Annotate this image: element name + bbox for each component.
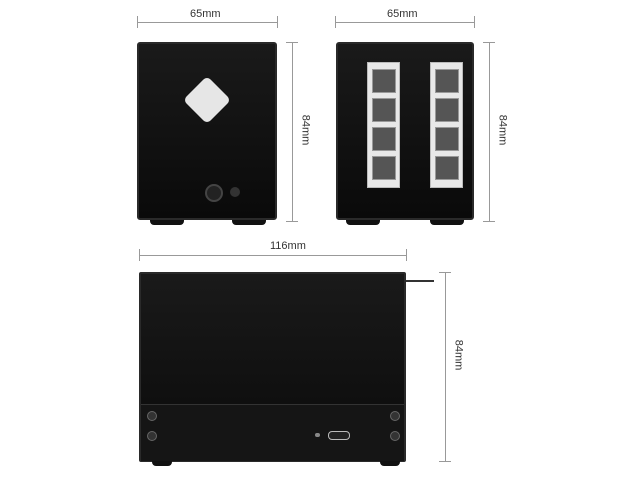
rear-width-line: [335, 22, 474, 23]
dim-tick: [483, 42, 495, 43]
logo-icon: [182, 75, 232, 125]
foot: [150, 220, 184, 225]
rear-height-line: [489, 42, 490, 222]
foot: [346, 220, 380, 225]
dim-tick: [439, 461, 451, 462]
ethernet-port: [435, 127, 459, 151]
side-height-line: [445, 272, 446, 462]
dim-tick: [286, 42, 298, 43]
status-led: [315, 433, 320, 437]
side-length-label: 116mm: [270, 240, 306, 252]
ethernet-port: [435, 156, 459, 180]
side-view-device: [139, 272, 406, 462]
dim-tick: [139, 249, 140, 261]
rear-height-label: 84mm: [496, 114, 509, 146]
front-height-label: 84mm: [299, 114, 312, 146]
ethernet-port-panel: [367, 62, 400, 188]
ethernet-port: [372, 69, 396, 93]
front-height-line: [292, 42, 293, 222]
front-width-label: 65mm: [190, 8, 221, 20]
screw-icon: [390, 431, 400, 441]
ethernet-port-panel: [430, 62, 463, 188]
screw-icon: [390, 411, 400, 421]
side-height-label: 84mm: [452, 339, 465, 371]
ethernet-port: [372, 127, 396, 151]
bottom-panel: [141, 404, 404, 461]
dim-tick: [439, 272, 451, 273]
dim-tick: [286, 221, 298, 222]
rear-width-label: 65mm: [387, 8, 418, 20]
usb-c-port: [328, 431, 350, 440]
side-lever: [404, 280, 434, 282]
dim-tick: [335, 16, 336, 28]
dim-tick: [474, 16, 475, 28]
screw-icon: [147, 411, 157, 421]
ethernet-port: [372, 98, 396, 122]
dim-tick: [406, 249, 407, 261]
screw-icon: [147, 431, 157, 441]
dc-jack: [205, 184, 223, 202]
ethernet-port: [435, 98, 459, 122]
side-length-line: [139, 255, 406, 256]
dim-tick: [137, 16, 138, 28]
foot: [430, 220, 464, 225]
rear-view-device: [336, 42, 474, 220]
foot: [380, 461, 400, 466]
front-width-line: [137, 22, 277, 23]
foot: [232, 220, 266, 225]
front-view-device: [137, 42, 277, 220]
ethernet-port: [372, 156, 396, 180]
foot: [152, 461, 172, 466]
ethernet-port: [435, 69, 459, 93]
dim-tick: [277, 16, 278, 28]
dim-tick: [483, 221, 495, 222]
power-button: [230, 187, 240, 197]
